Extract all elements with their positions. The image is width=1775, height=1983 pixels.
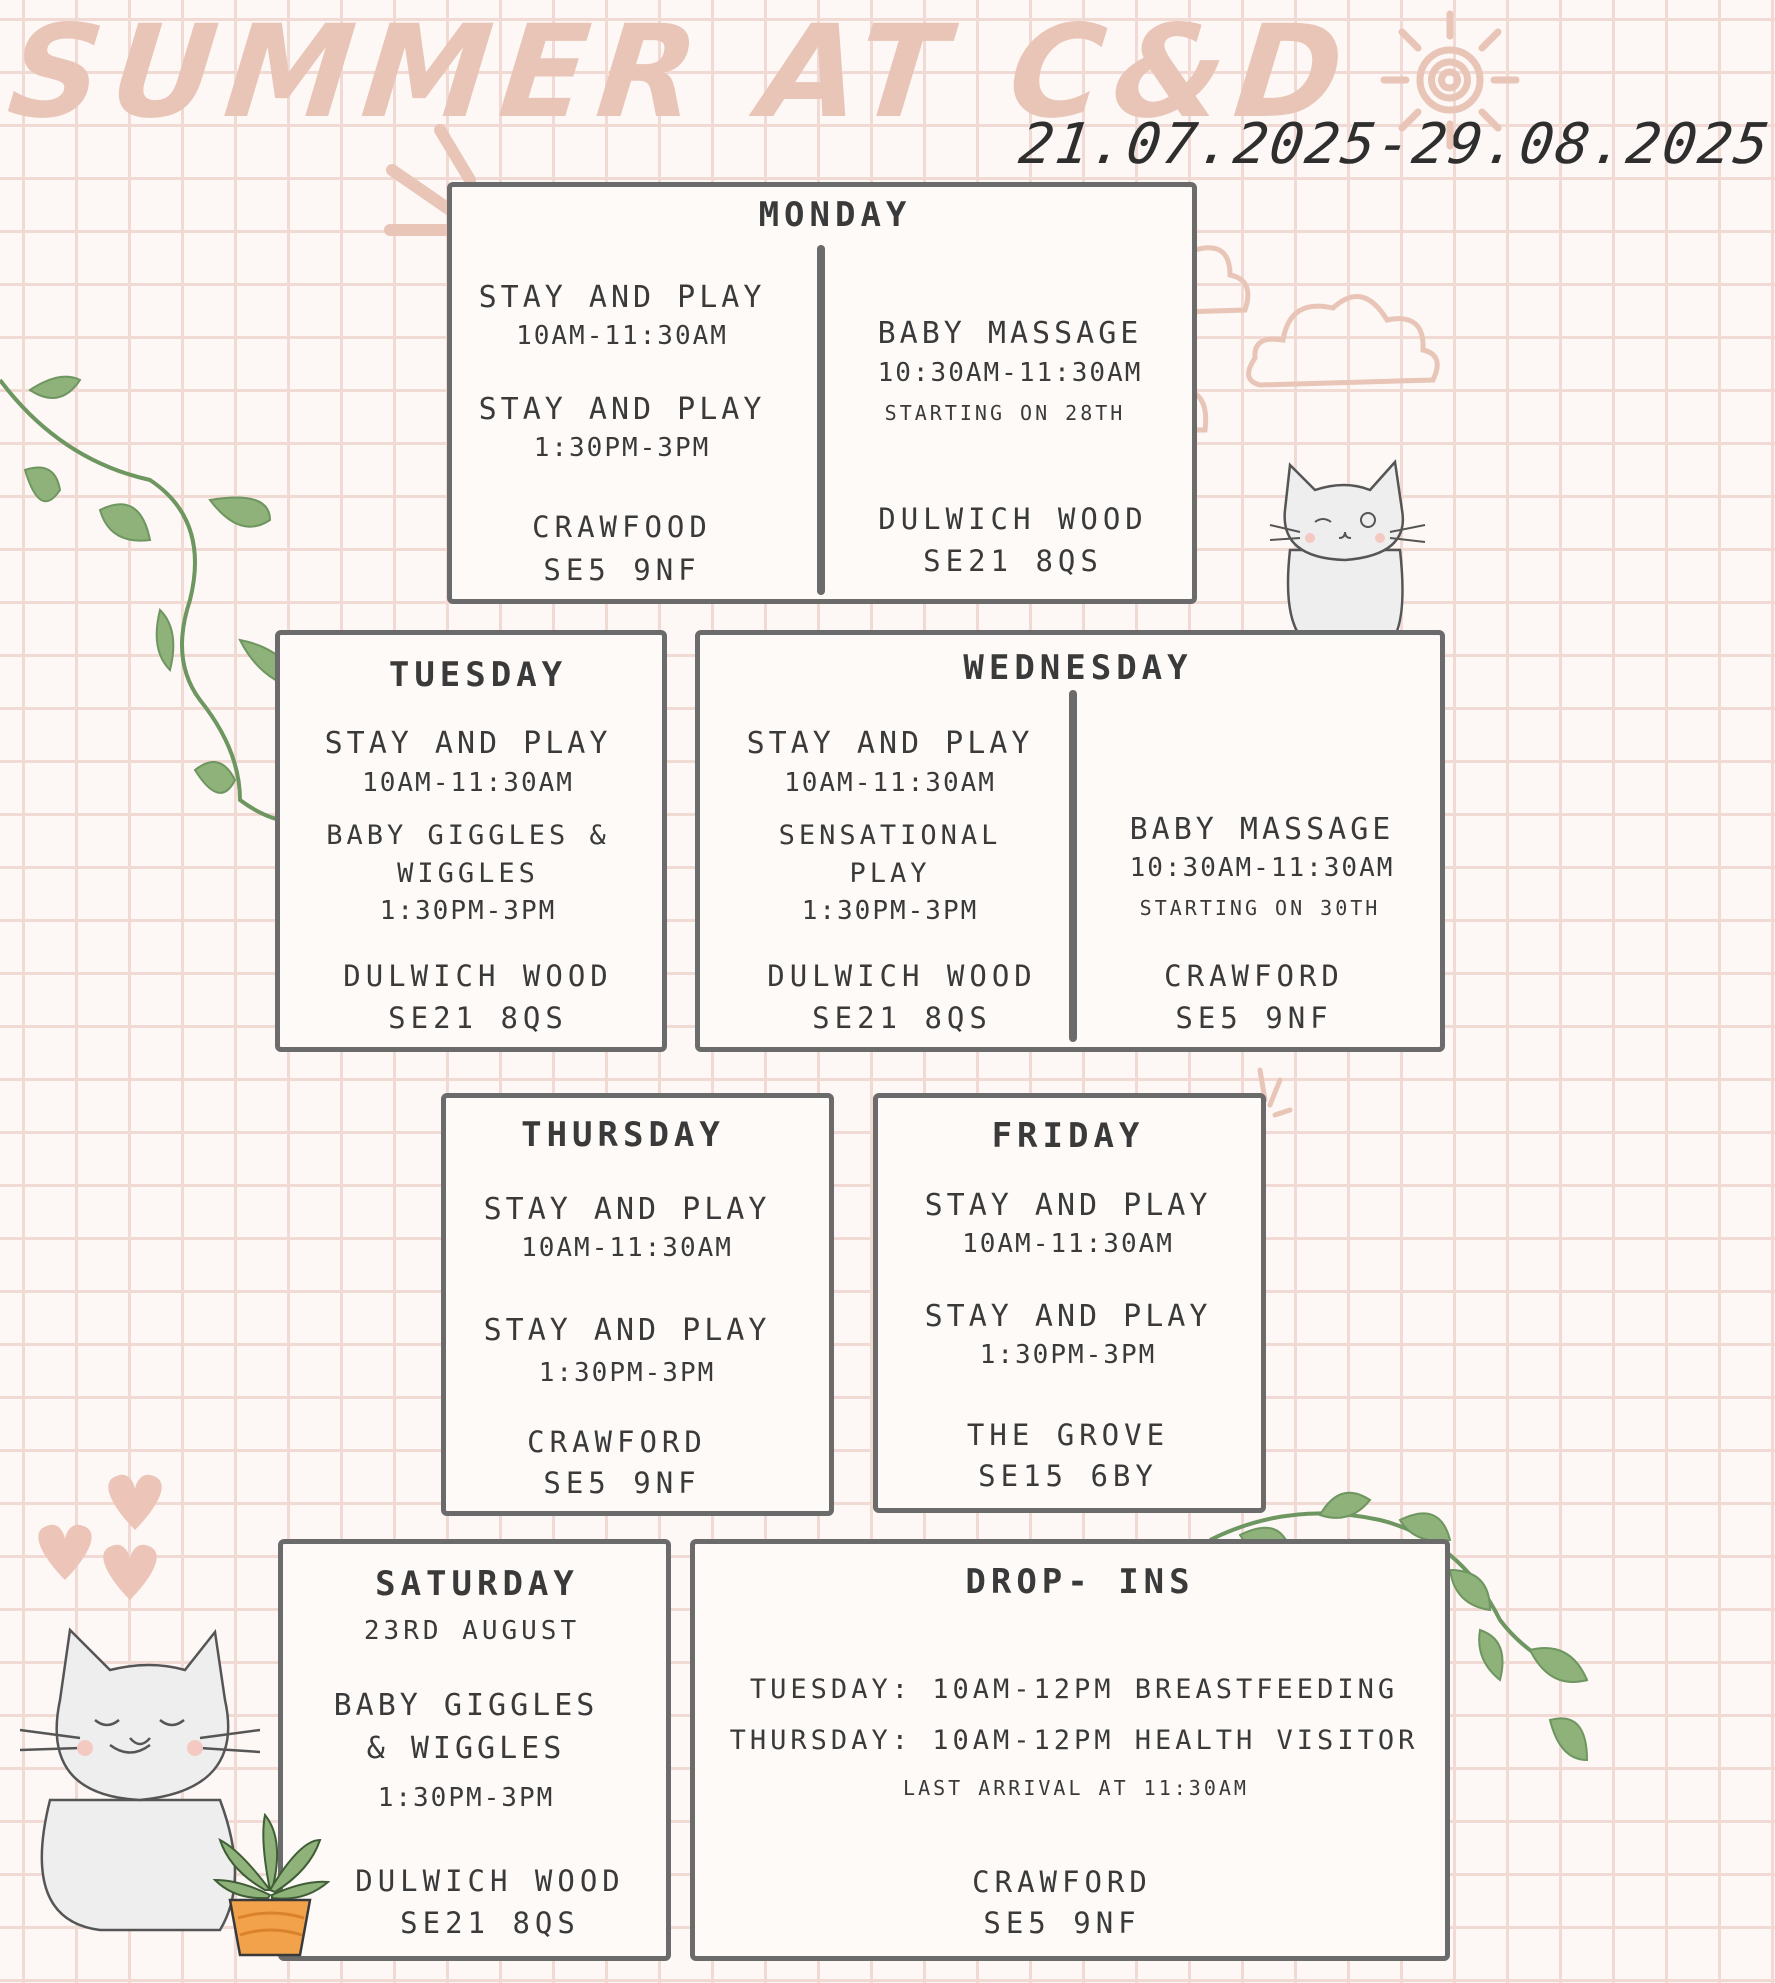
saturday-postcode: SE21 8QS bbox=[400, 1906, 580, 1940]
monday-heading: MONDAY bbox=[758, 195, 912, 235]
thursday-activity-1: STAY AND PLAY bbox=[483, 1192, 771, 1227]
sparkle-icon bbox=[384, 124, 476, 236]
monday-activity-3: BABY MASSAGE bbox=[877, 316, 1143, 351]
monday-activity-1: STAY AND PLAY bbox=[478, 280, 766, 315]
tuesday-time-2: 1:30PM-3PM bbox=[379, 896, 557, 926]
dropins-note: LAST ARRIVAL AT 11:30AM bbox=[903, 1776, 1249, 1800]
friday-time-2: 1:30PM-3PM bbox=[979, 1340, 1157, 1370]
wednesday-postcode-2: SE5 9NF bbox=[1175, 1001, 1333, 1035]
heart-icon bbox=[38, 1474, 162, 1600]
monday-divider bbox=[817, 245, 825, 595]
friday-activity-1: STAY AND PLAY bbox=[924, 1188, 1212, 1223]
saturday-date: 23RD AUGUST bbox=[363, 1616, 581, 1646]
wednesday-time-1: 10AM-11:30AM bbox=[784, 768, 996, 798]
tuesday-activity-2a: BABY GIGGLES & bbox=[326, 820, 610, 851]
wednesday-location-1: DULWICH WOOD bbox=[767, 959, 1037, 993]
thursday-location: CRAWFORD bbox=[527, 1425, 707, 1459]
monday-time-1: 10AM-11:30AM bbox=[516, 321, 728, 351]
friday-location: THE GROVE bbox=[966, 1418, 1170, 1452]
cat-icon bbox=[19, 1627, 261, 1932]
thursday-postcode: SE5 9NF bbox=[543, 1466, 701, 1500]
wednesday-activity-2a: SENSATIONAL bbox=[778, 820, 1002, 851]
dropins-card bbox=[690, 1539, 1450, 1961]
dropins-location: CRAWFORD bbox=[972, 1865, 1152, 1899]
monday-postcode-1: SE5 9NF bbox=[543, 553, 701, 587]
monday-activity-2: STAY AND PLAY bbox=[478, 392, 766, 427]
wednesday-heading: WEDNESDAY bbox=[963, 648, 1193, 688]
tuesday-card bbox=[275, 630, 667, 1052]
tuesday-postcode: SE21 8QS bbox=[388, 1001, 568, 1035]
dropins-postcode: SE5 9NF bbox=[983, 1906, 1141, 1940]
dropins-line-2: THURSDAY: 10AM-12PM HEALTH VISITOR bbox=[729, 1725, 1419, 1756]
friday-postcode: SE15 6BY bbox=[978, 1459, 1158, 1493]
friday-activity-2: STAY AND PLAY bbox=[924, 1299, 1212, 1334]
sun-icon bbox=[1380, 10, 1520, 150]
wednesday-time-2: 1:30PM-3PM bbox=[801, 896, 979, 926]
wednesday-note: STARTING ON 30TH bbox=[1139, 896, 1381, 920]
saturday-card bbox=[278, 1539, 671, 1961]
friday-heading: FRIDAY bbox=[991, 1116, 1145, 1156]
wednesday-location-2: CRAWFORD bbox=[1164, 959, 1344, 993]
saturday-activity-1a: BABY GIGGLES bbox=[333, 1688, 599, 1723]
monday-time-3: 10:30AM-11:30AM bbox=[877, 358, 1143, 388]
saturday-location: DULWICH WOOD bbox=[355, 1864, 625, 1898]
monday-location-1: CRAWFOOD bbox=[532, 510, 712, 544]
monday-time-2: 1:30PM-3PM bbox=[533, 433, 711, 463]
thursday-time-2: 1:30PM-3PM bbox=[538, 1358, 716, 1388]
friday-time-1: 10AM-11:30AM bbox=[962, 1229, 1174, 1259]
saturday-activity-1b: & WIGGLES bbox=[366, 1731, 566, 1766]
friday-card bbox=[873, 1093, 1266, 1513]
saturday-heading: SATURDAY bbox=[375, 1564, 579, 1604]
dropins-line-1: TUESDAY: 10AM-12PM BREASTFEEDING bbox=[749, 1674, 1399, 1705]
monday-location-2: DULWICH WOOD bbox=[878, 502, 1148, 536]
thursday-card bbox=[441, 1093, 834, 1516]
thursday-heading: THURSDAY bbox=[521, 1115, 725, 1155]
wednesday-time-3: 10:30AM-11:30AM bbox=[1129, 853, 1395, 883]
monday-note: STARTING ON 28TH bbox=[884, 401, 1126, 425]
wednesday-activity-2b: PLAY bbox=[849, 858, 931, 889]
tuesday-location: DULWICH WOOD bbox=[343, 959, 613, 993]
dropins-heading: DROP- INS bbox=[965, 1562, 1195, 1602]
plant-pot-icon bbox=[212, 1812, 331, 1957]
monday-postcode-2: SE21 8QS bbox=[923, 544, 1103, 578]
wednesday-activity-3: BABY MASSAGE bbox=[1129, 812, 1395, 847]
tuesday-activity-2b: WIGGLES bbox=[397, 858, 539, 889]
tuesday-heading: TUESDAY bbox=[388, 655, 568, 695]
wednesday-postcode-1: SE21 8QS bbox=[812, 1001, 992, 1035]
thursday-time-1: 10AM-11:30AM bbox=[521, 1233, 733, 1263]
wednesday-activity-1: STAY AND PLAY bbox=[746, 726, 1034, 761]
tuesday-activity-1: STAY AND PLAY bbox=[324, 726, 612, 761]
tuesday-time-1: 10AM-11:30AM bbox=[362, 768, 574, 798]
thursday-activity-2: STAY AND PLAY bbox=[483, 1313, 771, 1348]
cloud-icon bbox=[1246, 294, 1440, 388]
saturday-time-1: 1:30PM-3PM bbox=[377, 1783, 555, 1813]
wednesday-divider bbox=[1069, 690, 1077, 1042]
